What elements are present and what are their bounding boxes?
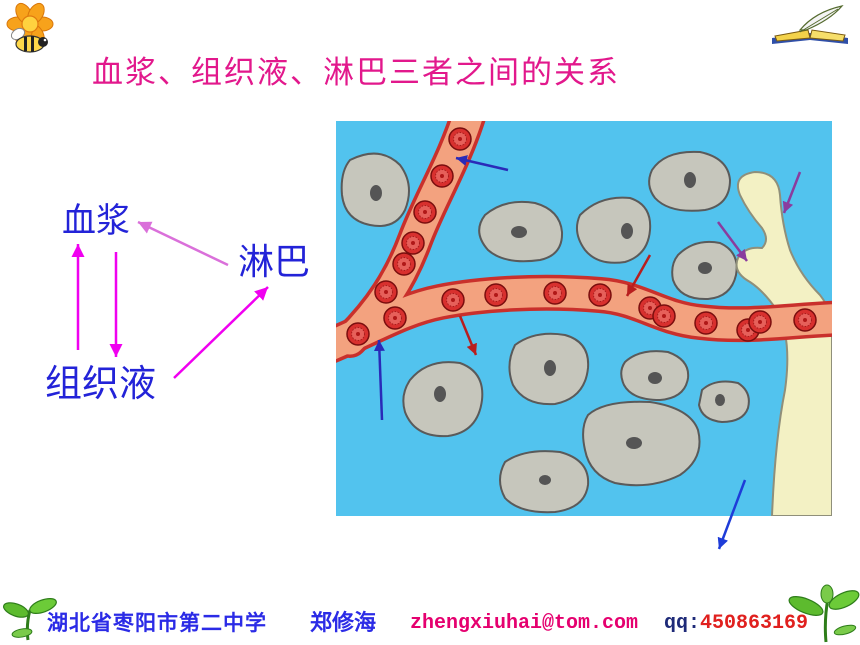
sprout-icon — [788, 584, 860, 643]
tissue-cell — [575, 196, 652, 264]
label-plasma: 血浆 — [62, 201, 130, 241]
arrow-lymph-to-plasma — [137, 220, 229, 267]
red-blood-cell — [401, 231, 425, 255]
cell-nuclei — [370, 172, 725, 485]
lymph-vessel — [735, 170, 832, 516]
label-lymph: 淋巴 — [238, 242, 311, 283]
flow-arrow — [782, 171, 802, 214]
lymph-outflow-arrow — [717, 479, 747, 550]
nucleus — [511, 226, 527, 238]
red-blood-cell — [748, 310, 772, 334]
red-blood-cell — [543, 281, 567, 305]
nucleus — [539, 475, 551, 485]
flower-bee-icon — [6, 2, 54, 53]
red-blood-cell — [430, 164, 454, 188]
nucleus — [648, 372, 662, 384]
flow-arrow — [625, 254, 652, 297]
red-blood-cell — [588, 283, 612, 307]
red-blood-cell — [484, 283, 508, 307]
red-blood-cell — [383, 306, 407, 330]
slide-title: 血浆、组织液、淋巴三者之间的关系 — [92, 55, 620, 91]
sprout-icon — [3, 598, 57, 641]
footer-author: 郑修海 — [310, 611, 377, 636]
nucleus — [698, 262, 712, 274]
flow-arrow — [455, 155, 509, 172]
flow-arrow — [716, 221, 749, 262]
red-blood-cell — [374, 280, 398, 304]
red-blood-cell — [793, 308, 817, 332]
arrow-tissue-fluid-to-lymph — [173, 286, 269, 379]
nucleus — [626, 437, 642, 449]
nucleus — [370, 185, 382, 201]
footer-qq-label: qq: — [664, 612, 701, 635]
nucleus — [715, 394, 725, 406]
quill-book-icon — [772, 5, 848, 44]
nucleus — [434, 386, 446, 402]
nucleus — [684, 172, 696, 188]
red-blood-cell — [413, 200, 437, 224]
nucleus — [621, 223, 633, 239]
tissue-illustration — [336, 121, 832, 516]
footer-qq-number: 450863169 — [700, 612, 809, 635]
label-tissue-fluid: 组织液 — [45, 362, 156, 405]
red-blood-cell — [652, 304, 676, 328]
footer-email: zhengxiuhai@tom.com — [410, 612, 639, 635]
flow-arrow — [373, 339, 385, 421]
red-blood-cell — [441, 288, 465, 312]
nucleus — [544, 360, 556, 376]
red-blood-cell — [694, 311, 718, 335]
flow-arrow — [458, 315, 478, 356]
red-blood-cell — [392, 252, 416, 276]
red-blood-cell — [346, 322, 370, 346]
flow-arrows — [373, 155, 802, 421]
footer-school: 湖北省枣阳市第二中学 — [47, 611, 267, 635]
red-blood-cell — [448, 127, 472, 151]
